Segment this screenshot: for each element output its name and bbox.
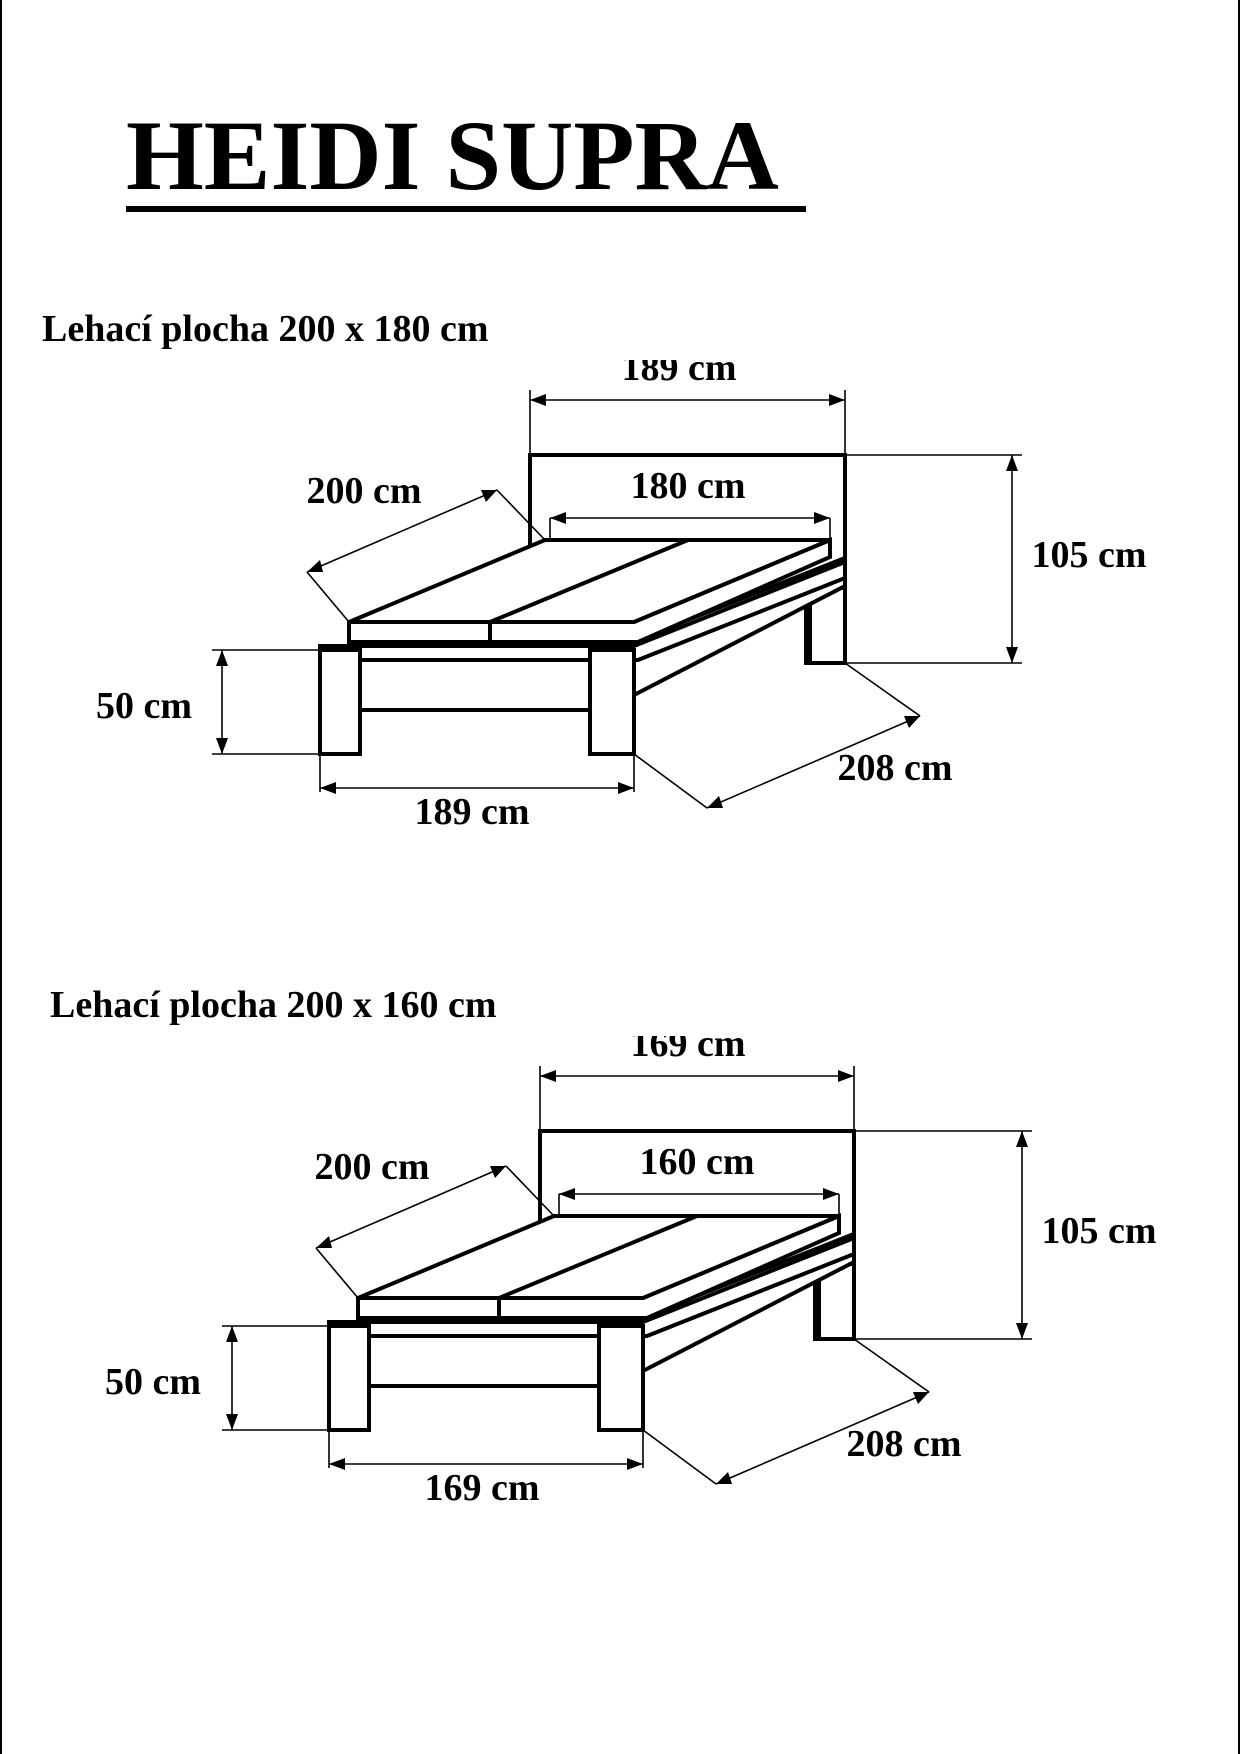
dim-leg-height: 50 cm [105, 1361, 201, 1403]
dim-inner-width: 180 cm [630, 465, 745, 507]
dim-inner-width: 160 cm [639, 1141, 754, 1183]
title-underline [126, 206, 806, 212]
mattress-left [356, 1296, 501, 1320]
dim-total-length: 208 cm [837, 747, 952, 789]
front-leg [597, 1324, 645, 1432]
bed-2-diagram: 169 cm 160 cm 200 cm 105 cm 50 cm [105, 1036, 1157, 1509]
mattress-left [347, 620, 492, 644]
front-rail [318, 658, 636, 712]
front-rail [327, 1334, 645, 1388]
front-leg [318, 648, 362, 756]
page-title: HEIDI SUPRA [126, 100, 779, 211]
dim-bottom-width: 189 cm [414, 791, 529, 833]
dim-leg-height: 50 cm [96, 685, 192, 727]
mattress-split [498, 1214, 698, 1300]
front-leg [588, 648, 636, 756]
dim-headboard-height: 105 cm [1031, 534, 1146, 576]
bed-2-heading: Lehací plocha 200 x 160 cm [50, 984, 497, 1026]
dim-top-width: 189 cm [621, 360, 736, 389]
dim-top-width: 169 cm [630, 1036, 745, 1065]
bed-1-heading: Lehací plocha 200 x 180 cm [42, 308, 489, 350]
dim-total-length: 208 cm [846, 1423, 961, 1465]
dim-bottom-width: 169 cm [424, 1467, 539, 1509]
mattress-split [489, 538, 689, 624]
bed-1-diagram: 189 cm 180 cm 200 cm 105 cm 50 cm [96, 360, 1147, 833]
front-leg [327, 1324, 371, 1432]
dim-headboard-height: 105 cm [1041, 1210, 1156, 1252]
dim-length: 200 cm [314, 1146, 429, 1188]
dim-length: 200 cm [306, 470, 421, 512]
